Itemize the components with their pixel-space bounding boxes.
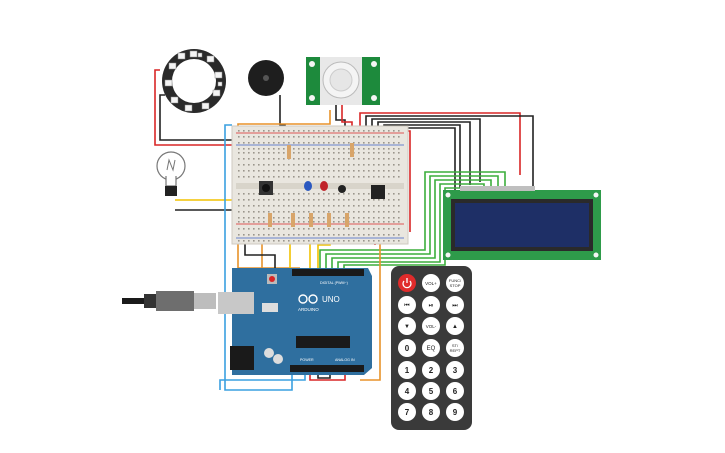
remote-button-r1c2[interactable]: VOL+ xyxy=(422,274,440,292)
lcd-16x2[interactable] xyxy=(443,186,601,260)
remote-button-label: ⏭ xyxy=(452,303,458,309)
resistor-6 xyxy=(327,213,331,227)
remote-button-label: ▲ xyxy=(452,324,458,330)
resistor-7 xyxy=(345,213,349,227)
arduino-model-label: UNO xyxy=(322,295,340,304)
remote-button-label: 5 xyxy=(429,387,434,396)
resistor-4 xyxy=(291,213,295,227)
resistor-3 xyxy=(268,213,272,227)
remote-button-label: ST/ xyxy=(452,343,459,348)
remote-button-label: 6 xyxy=(453,387,458,396)
resistor-1 xyxy=(287,145,291,159)
remote-button-r4c3[interactable]: ST/REPT xyxy=(446,339,464,357)
remote-button-r2c1[interactable]: ⏮ xyxy=(398,296,416,314)
remote-button-r7c3[interactable]: 9 xyxy=(446,403,464,421)
photoresistor xyxy=(371,185,385,199)
remote-button-label: ▼ xyxy=(404,324,410,330)
remote-button-label: 9 xyxy=(453,408,458,417)
resistor-2 xyxy=(350,143,354,157)
light-bulb[interactable] xyxy=(156,151,186,196)
remote-button-r7c2[interactable]: 8 xyxy=(422,403,440,421)
led-blue xyxy=(304,181,312,191)
remote-button-label: STOP xyxy=(450,283,461,288)
wire-blue-b xyxy=(219,373,306,390)
wire-blue-a xyxy=(224,124,293,391)
remote-button-r1c3[interactable]: FUNC/STOP xyxy=(446,274,464,292)
remote-button-label: EQ xyxy=(427,346,436,352)
arduino-logo xyxy=(298,294,318,304)
remote-button-label: 7 xyxy=(405,408,410,417)
wire-lcd-green2 xyxy=(325,175,499,268)
remote-button-label: 4 xyxy=(405,387,410,396)
ir-receiver xyxy=(338,185,346,193)
remote-button-r2c2[interactable]: ⏯ xyxy=(422,296,440,314)
remote-button-r3c3[interactable]: ▲ xyxy=(446,317,464,335)
remote-button-r4c1[interactable]: 0 xyxy=(398,339,416,357)
wire-ring-red xyxy=(154,69,240,146)
remote-button-label: ⏮ xyxy=(404,303,410,309)
arduino-power-label: POWER xyxy=(300,358,314,362)
remote-button-r2c3[interactable]: ⏭ xyxy=(446,296,464,314)
remote-button-r5c3[interactable]: 3 xyxy=(446,361,464,379)
wire-lcd-green3 xyxy=(331,179,492,268)
remote-button-label: REPT xyxy=(450,348,461,353)
remote-button-label: ⏯ xyxy=(429,303,434,309)
wire-lcd-green4 xyxy=(337,183,485,268)
piezo-buzzer[interactable] xyxy=(248,60,284,96)
remote-button-r5c2[interactable]: 2 xyxy=(422,361,440,379)
wire-black-a2 xyxy=(317,373,331,379)
led-red xyxy=(320,181,328,191)
remote-button-r7c1[interactable]: 7 xyxy=(398,403,416,421)
remote-button-r1c1[interactable] xyxy=(398,274,416,292)
wire-red-d xyxy=(309,373,346,381)
arduino-analog-label: ANALOG IN xyxy=(335,358,355,362)
remote-button-r4c2[interactable]: EQ xyxy=(422,339,440,357)
pir-sensor[interactable] xyxy=(306,57,380,105)
remote-button-r5c1[interactable]: 1 xyxy=(398,361,416,379)
remote-button-label: 3 xyxy=(453,366,458,375)
ir-remote[interactable]: VOL+ FUNC/STOP ⏮ ⏯ ⏭ ▼ VOL- ▲ 0 EQ ST/REPT 1 2 3 4 5 6 7 8… xyxy=(391,266,472,430)
remote-button-r3c1[interactable]: ▼ xyxy=(398,317,416,335)
remote-button-r6c3[interactable]: 6 xyxy=(446,382,464,400)
usb-cable xyxy=(122,291,216,311)
resistor-5 xyxy=(309,213,313,227)
remote-button-label: 0 xyxy=(405,344,410,353)
remote-button-r6c1[interactable]: 4 xyxy=(398,382,416,400)
wire-lcd-green1 xyxy=(319,171,506,268)
remote-button-label: 8 xyxy=(429,408,434,417)
remote-button-label: 1 xyxy=(405,366,410,375)
remote-button-label: VOL+ xyxy=(425,281,437,286)
remote-button-label: FUNC/ xyxy=(449,278,462,283)
arduino-digital-label: DIGITAL (PWM~) xyxy=(320,281,348,285)
remote-button-r3c2[interactable]: VOL- xyxy=(422,317,440,335)
power-icon xyxy=(402,278,412,289)
breadboard-holes xyxy=(238,130,400,242)
remote-button-r6c2[interactable]: 5 xyxy=(422,382,440,400)
remote-button-label: 2 xyxy=(429,366,434,375)
neopixel-ring[interactable] xyxy=(162,49,226,113)
remote-button-label: VOL- xyxy=(426,324,437,329)
arduino-brand-label: ARDUINO xyxy=(298,307,319,312)
wire-ring-black xyxy=(159,94,240,141)
breadboard[interactable] xyxy=(231,125,409,245)
arduino-uno[interactable]: UNO ARDUINO DIGITAL (PWM~) POWER ANALOG … xyxy=(218,268,372,375)
